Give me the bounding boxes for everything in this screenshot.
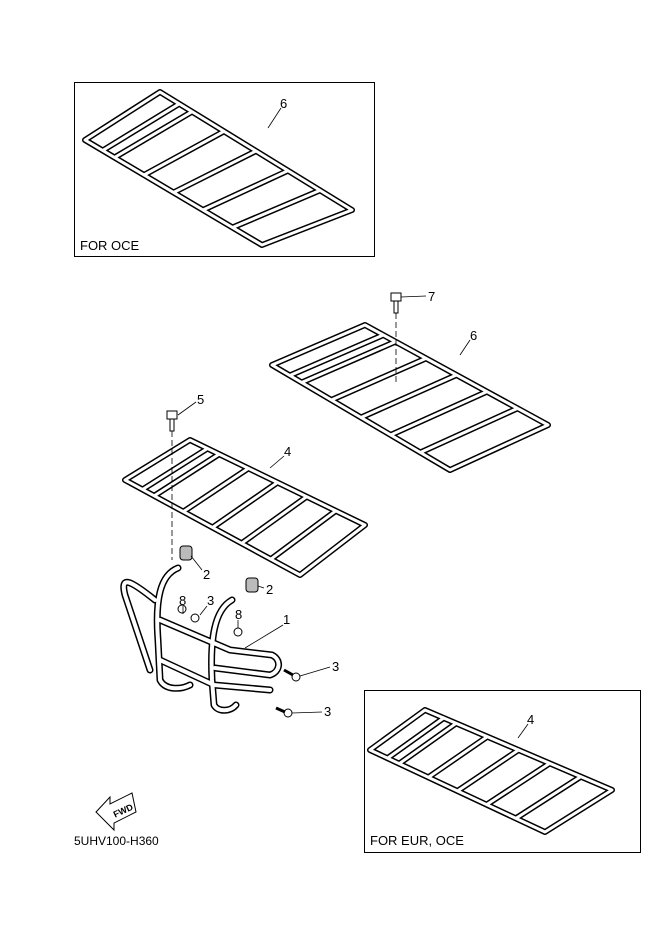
leader-lines (171, 107, 529, 739)
callout-3: 3 (207, 593, 214, 608)
callout-6-inset: 6 (280, 96, 287, 111)
callout-8: 8 (235, 607, 242, 622)
callout-4: 4 (284, 444, 291, 459)
bolt-part-3 (283, 668, 301, 682)
forward-direction-arrow-icon: FWD (95, 792, 137, 832)
grommet-part-2 (245, 577, 259, 593)
rear-carrier-part-6 (269, 322, 551, 473)
inset-box-for-oce (74, 82, 375, 257)
callout-7: 7 (428, 289, 435, 304)
callout-1: 1 (283, 612, 290, 627)
callout-8: 8 (179, 593, 186, 608)
rear-carrier-oce-inset (82, 89, 355, 248)
inset-label-for-eur-oce: FOR EUR, OCE (370, 833, 464, 848)
diagram-code: 5UHV100-H360 (74, 834, 159, 848)
callout-5: 5 (197, 392, 204, 407)
inset-label-for-oce: FOR OCE (80, 238, 140, 253)
callout-4-inset: 4 (527, 712, 534, 727)
grommet-part-2 (179, 545, 193, 561)
callout-2: 2 (266, 582, 273, 597)
callout-3: 3 (324, 704, 331, 719)
bolt-part-5 (166, 410, 178, 432)
callout-2: 2 (203, 567, 210, 582)
front-carrier-part-4 (122, 437, 368, 578)
inset-box-for-eur-oce (364, 690, 641, 853)
bolt-part-3 (275, 706, 293, 718)
bolt-part-3 (190, 613, 200, 623)
bolt-part-7 (390, 292, 402, 314)
callout-6: 6 (470, 328, 477, 343)
callout-3: 3 (332, 659, 339, 674)
nut-part-8 (233, 627, 243, 637)
front-carrier-eur-oce-inset (367, 707, 615, 835)
nut-part-8 (177, 604, 187, 614)
front-guard-part-1 (120, 564, 282, 714)
